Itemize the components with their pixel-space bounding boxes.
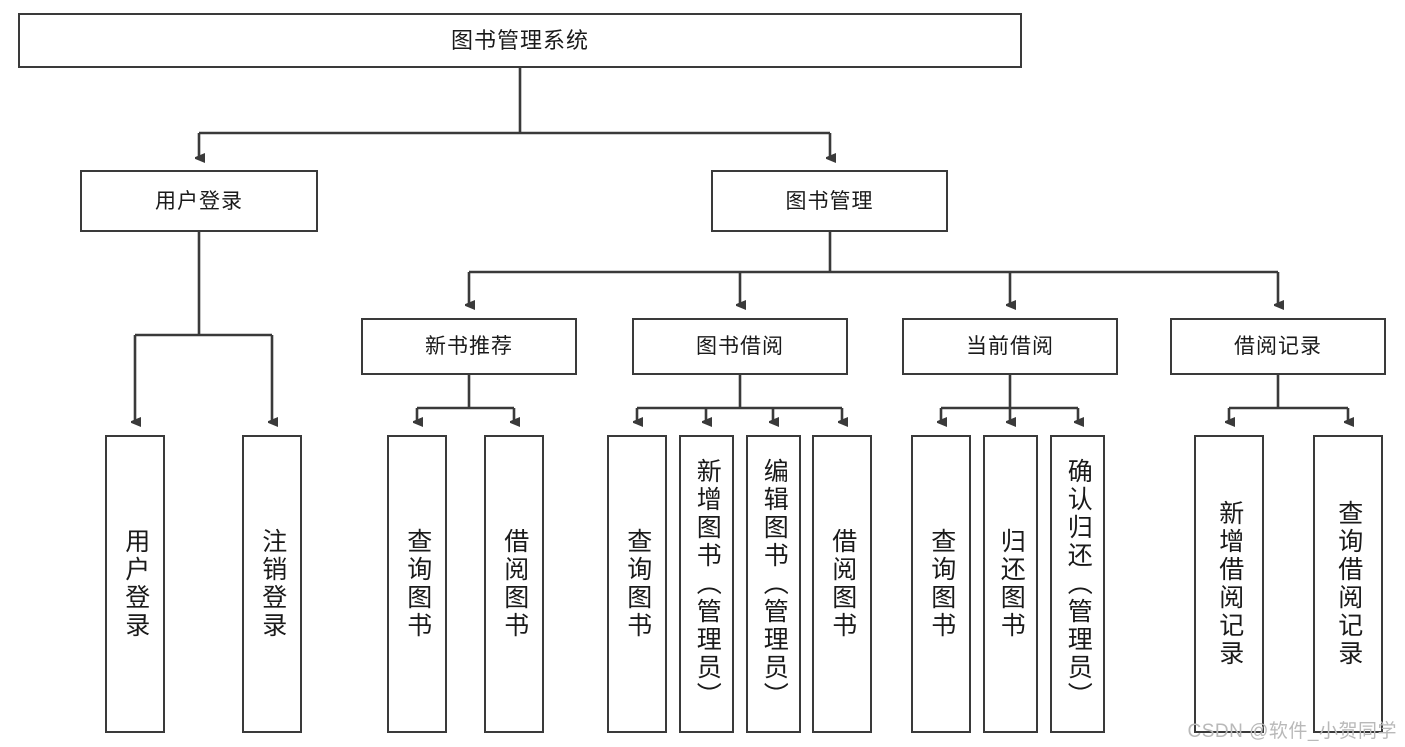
- node-label: 借阅图书: [828, 528, 857, 640]
- node-label: 新书推荐: [425, 335, 513, 358]
- leaf-add-borrow-record[interactable]: 新增借阅记录: [1194, 435, 1264, 733]
- leaf-confirm-return-admin[interactable]: 确认归还（管理员）: [1050, 435, 1105, 733]
- node-label: 图书借阅: [696, 335, 784, 358]
- node-label: 用户登录: [121, 528, 150, 640]
- leaf-query-book-current[interactable]: 查询图书: [911, 435, 971, 733]
- node-label: 查询图书: [927, 528, 956, 640]
- node-label: 编辑图书（管理员）: [760, 458, 789, 710]
- leaf-query-borrow-record[interactable]: 查询借阅记录: [1313, 435, 1383, 733]
- node-label: 查询图书: [403, 528, 432, 640]
- leaf-edit-book-admin[interactable]: 编辑图书（管理员）: [746, 435, 801, 733]
- node-borrowing-record[interactable]: 借阅记录: [1170, 318, 1386, 375]
- node-label: 借阅记录: [1234, 335, 1322, 358]
- node-label: 查询借阅记录: [1334, 500, 1363, 668]
- leaf-return-book[interactable]: 归还图书: [983, 435, 1038, 733]
- node-root-system[interactable]: 图书管理系统: [18, 13, 1022, 68]
- node-label: 查询图书: [623, 528, 652, 640]
- node-label: 新增图书（管理员）: [693, 458, 722, 710]
- node-label: 确认归还（管理员）: [1064, 458, 1093, 710]
- leaf-user-login[interactable]: 用户登录: [105, 435, 165, 733]
- node-current-borrowing[interactable]: 当前借阅: [902, 318, 1118, 375]
- leaf-borrow-book-recommend[interactable]: 借阅图书: [484, 435, 544, 733]
- leaf-query-book-borrowing[interactable]: 查询图书: [607, 435, 667, 733]
- node-label: 图书管理: [785, 189, 874, 213]
- node-label: 借阅图书: [500, 528, 529, 640]
- node-book-management[interactable]: 图书管理: [711, 170, 948, 232]
- node-label: 新增借阅记录: [1215, 500, 1244, 668]
- node-book-borrowing[interactable]: 图书借阅: [632, 318, 848, 375]
- leaf-add-book-admin[interactable]: 新增图书（管理员）: [679, 435, 734, 733]
- node-user-login[interactable]: 用户登录: [80, 170, 318, 232]
- node-label: 用户登录: [155, 189, 243, 213]
- leaf-logout[interactable]: 注销登录: [242, 435, 302, 733]
- node-label: 归还图书: [997, 528, 1026, 640]
- watermark: CSDN @软件_小贺同学: [1187, 721, 1397, 742]
- node-label: 注销登录: [258, 528, 287, 640]
- leaf-borrow-book-borrowing[interactable]: 借阅图书: [812, 435, 872, 733]
- node-label: 当前借阅: [966, 335, 1054, 358]
- leaf-query-book-recommend[interactable]: 查询图书: [387, 435, 447, 733]
- node-new-book-recommendation[interactable]: 新书推荐: [361, 318, 577, 375]
- node-label: 图书管理系统: [450, 27, 589, 53]
